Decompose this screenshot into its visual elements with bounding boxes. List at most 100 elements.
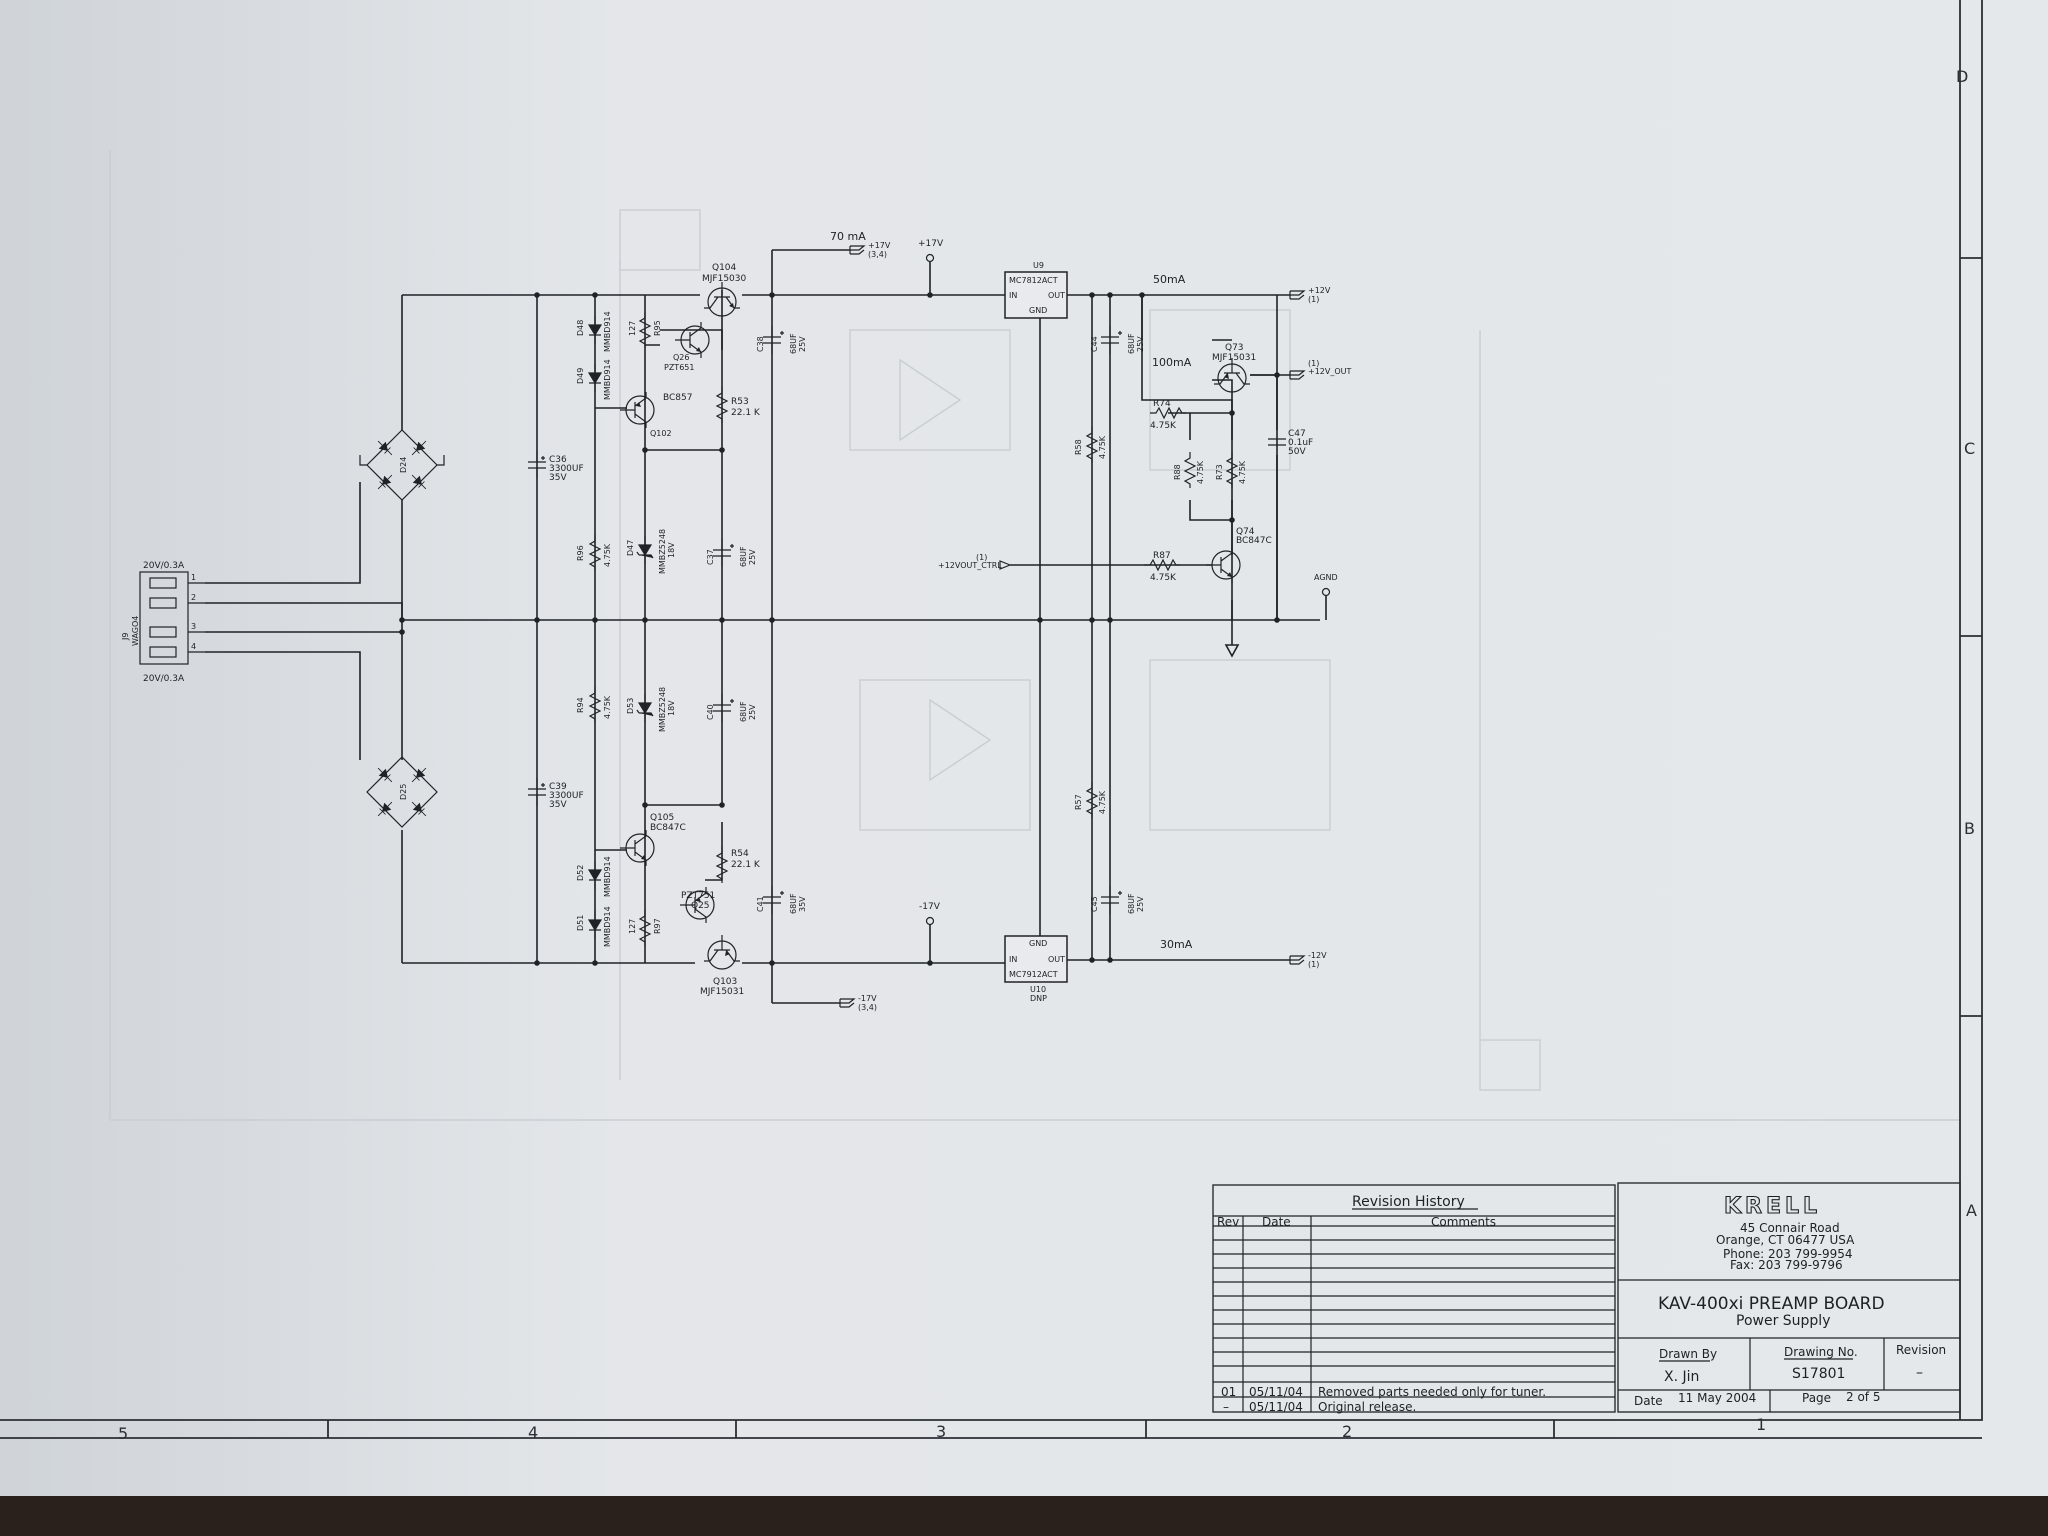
company-phone: Phone: 203 799-9954 <box>1723 1247 1853 1261</box>
diode-d52: D52 MMBD914 <box>576 856 612 897</box>
paper-shading <box>0 0 2048 1496</box>
svg-text:127: 127 <box>628 919 637 934</box>
svg-text:68UF: 68UF <box>1127 333 1136 354</box>
junctions <box>399 292 1280 966</box>
col-comments: Comments <box>1431 1215 1496 1229</box>
rev-row2-rev: – <box>1223 1400 1229 1414</box>
svg-text:25V: 25V <box>748 549 757 565</box>
svg-text:+17V: +17V <box>868 241 891 250</box>
svg-text:50V: 50V <box>1288 447 1306 457</box>
svg-text:Q103: Q103 <box>713 977 737 987</box>
resistor-r57: R57 4.75K <box>1074 781 1107 819</box>
svg-text:-17V: -17V <box>858 994 877 1003</box>
svg-text:BC847C: BC847C <box>650 823 686 833</box>
svg-text:C40: C40 <box>706 704 715 720</box>
svg-text:4.75K: 4.75K <box>603 543 612 567</box>
svg-text:BC857: BC857 <box>663 393 692 403</box>
company-address1: 45 Connair Road <box>1740 1221 1840 1235</box>
diode-d48: D48 MMBD914 <box>576 311 612 352</box>
svg-text:4.75K: 4.75K <box>1196 460 1205 484</box>
svg-text:R73: R73 <box>1215 464 1224 480</box>
zone-b: B <box>1964 819 1975 838</box>
svg-text:C47: C47 <box>1288 429 1306 439</box>
svg-text:68UF: 68UF <box>789 893 798 914</box>
cap-c36: C36 3300UF 35V <box>527 450 584 483</box>
company-fax: Fax: 203 799-9796 <box>1730 1258 1843 1272</box>
bridge-d25: D25 <box>366 756 438 828</box>
rev-row1-rev: 01 <box>1221 1385 1236 1399</box>
svg-text:MMBD914: MMBD914 <box>603 311 612 352</box>
svg-text:MC7912ACT: MC7912ACT <box>1009 970 1058 979</box>
net-labels: 70 mA +17V (3,4) +17V -17V -17V (3,4) 50… <box>830 230 1352 1012</box>
cap-c47: C47 0.1uF 50V <box>1268 429 1313 457</box>
zone-5: 5 <box>118 1424 128 1443</box>
transistor-q105 <box>619 829 655 867</box>
svg-text:D53: D53 <box>626 698 635 714</box>
svg-text:R88: R88 <box>1173 464 1182 480</box>
resistor-r73: R73 4.75K <box>1215 451 1247 489</box>
resistor-r97: 127 R97 <box>628 909 662 947</box>
drawn-by-value: X. Jin <box>1664 1369 1699 1385</box>
svg-text:C36: C36 <box>549 455 567 465</box>
q103-labels: Q103 MJF15031 <box>700 977 744 997</box>
cap-c40: C40 68UF 25V <box>706 693 757 723</box>
resistor-r54: R54 22.1 K <box>716 846 761 884</box>
svg-text:35V: 35V <box>549 473 567 483</box>
svg-text:C39: C39 <box>549 782 567 792</box>
rev-row1-date: 05/11/04 <box>1249 1385 1303 1399</box>
svg-text:R95: R95 <box>653 320 662 336</box>
resistor-r58: R58 4.75K <box>1074 426 1107 464</box>
cap-c38: C38 68UF 25V <box>756 325 807 355</box>
zone-d: D <box>1956 67 1968 86</box>
svg-text:(1): (1) <box>1308 295 1319 304</box>
company-address2: Orange, CT 06477 USA <box>1716 1233 1855 1247</box>
svg-text:4.75K: 4.75K <box>1150 573 1177 583</box>
date-value: 11 May 2004 <box>1678 1391 1756 1405</box>
svg-text:(3,4): (3,4) <box>858 1003 877 1012</box>
resistor-r94: R94 4.75K <box>576 686 612 724</box>
drawing-title: KAV-400xi PREAMP BOARD <box>1658 1294 1885 1314</box>
svg-text:C41: C41 <box>756 896 765 912</box>
cap-c37: C37 68UF 25V <box>706 538 757 568</box>
zener-d47: D47 MMBZ5248 18V <box>626 529 676 574</box>
svg-text:127: 127 <box>628 321 637 336</box>
col-date: Date <box>1262 1215 1291 1229</box>
svg-text:MJF15030: MJF15030 <box>702 274 747 284</box>
svg-text:3300UF: 3300UF <box>549 791 584 801</box>
svg-text:D52: D52 <box>576 865 585 881</box>
q25-labels: PZT751 Q25 <box>681 891 715 911</box>
resistor-r96: R96 4.75K <box>576 534 612 572</box>
cap-c41: C41 68UF 35V <box>756 885 807 915</box>
cap-c45: C45 68UF 25V <box>1090 885 1145 915</box>
svg-text:C45: C45 <box>1090 896 1099 912</box>
krell-logo: KRELL <box>1724 1194 1821 1219</box>
svg-text:R94: R94 <box>576 697 585 713</box>
svg-text:Q105: Q105 <box>650 813 674 823</box>
svg-text:(1): (1) <box>1308 960 1319 969</box>
connector-j9: 1 2 3 4 20V/0.3A 20V/0.3A J9 WAGO4 <box>121 561 205 684</box>
zone-3: 3 <box>936 1422 946 1441</box>
svg-text:-12V: -12V <box>1308 951 1327 960</box>
current-70ma: 70 mA <box>830 230 866 243</box>
svg-text:25V: 25V <box>1136 896 1145 912</box>
j9-bottom-rating: 20V/0.3A <box>143 674 185 684</box>
svg-text:R58: R58 <box>1074 439 1083 455</box>
resistor-r53: R53 22.1 K <box>716 386 761 424</box>
desk-surface <box>0 1496 2048 1536</box>
svg-text:0.1uF: 0.1uF <box>1288 438 1313 448</box>
svg-text:DNP: DNP <box>1030 994 1047 1003</box>
svg-text:22.1 K: 22.1 K <box>731 408 761 418</box>
svg-text:PZT751: PZT751 <box>681 891 715 901</box>
svg-text:18V: 18V <box>667 700 676 716</box>
j9-pin2: 2 <box>191 593 196 602</box>
svg-text:(1): (1) <box>1308 359 1319 368</box>
svg-text:35V: 35V <box>798 896 807 912</box>
revision-label: Revision <box>1896 1343 1946 1357</box>
svg-text:Q74: Q74 <box>1236 527 1255 537</box>
zener-d53: D53 MMBZ5248 18V <box>626 687 676 732</box>
svg-text:25V: 25V <box>798 336 807 352</box>
svg-text:25V: 25V <box>748 704 757 720</box>
svg-text:R74: R74 <box>1153 399 1171 409</box>
svg-text:R97: R97 <box>653 918 662 934</box>
svg-text:(1): (1) <box>976 553 987 562</box>
